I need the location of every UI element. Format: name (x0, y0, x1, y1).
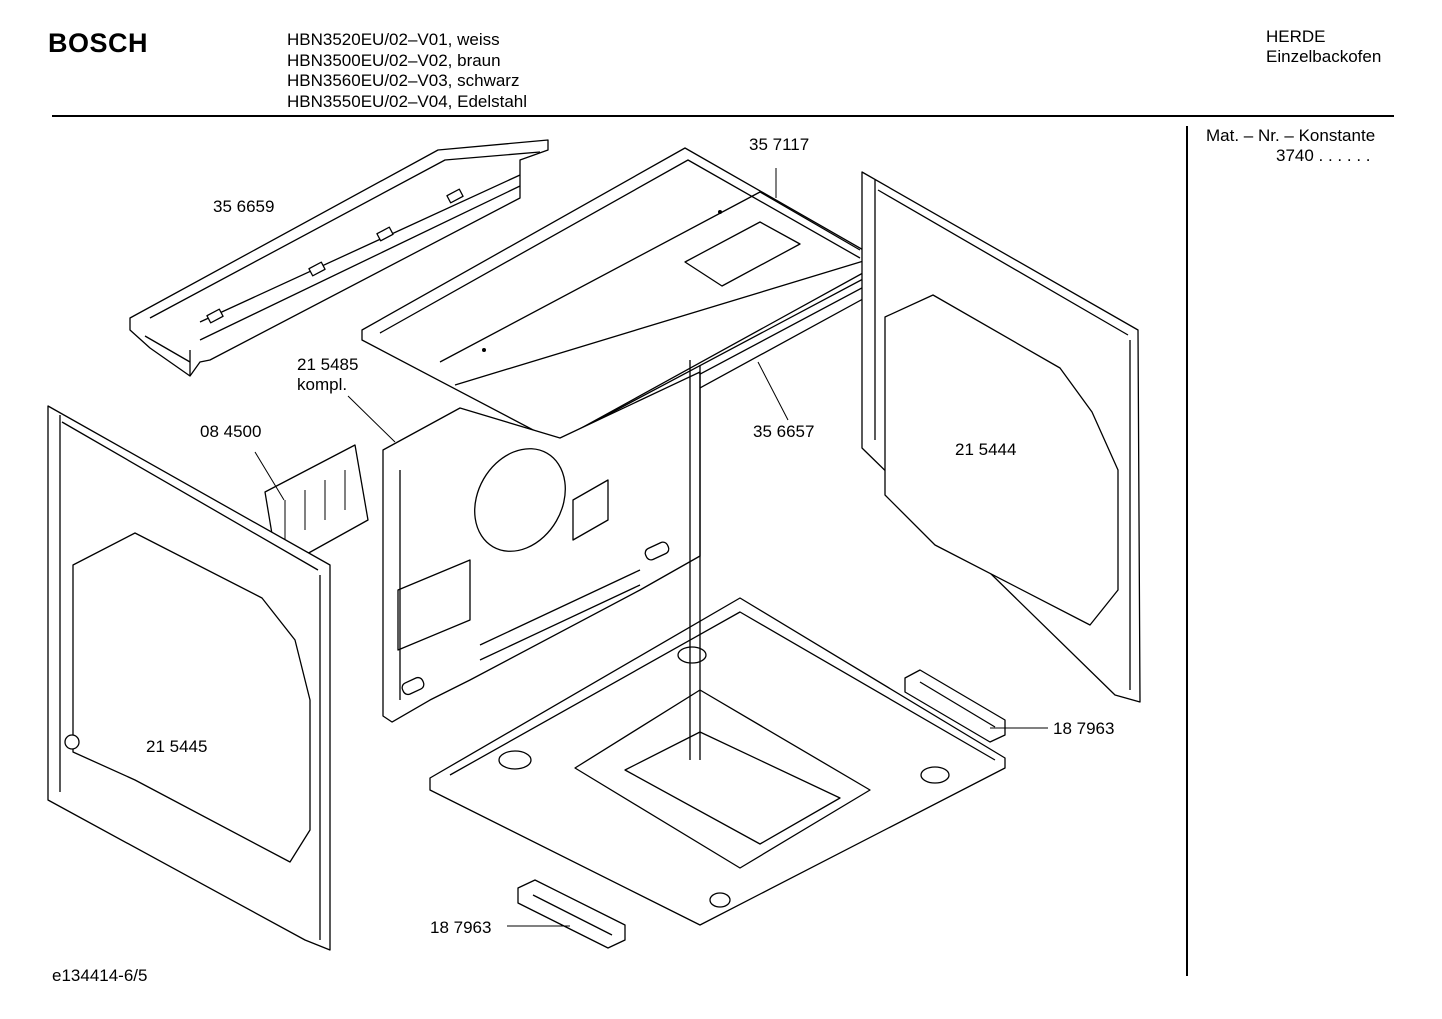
part-label: 35 6657 (753, 422, 815, 441)
model-line: HBN3520EU/02–V01, weiss (287, 30, 500, 49)
part-label: 18 7963 (1053, 719, 1115, 738)
back-wall-part (382, 371, 701, 723)
model-list: HBN3520EU/02–V01, weiss HBN3500EU/02–V02… (287, 30, 527, 112)
part-label: 18 7963 (430, 918, 492, 937)
top-rail-part (129, 139, 549, 377)
part-qualifier: kompl. (297, 375, 348, 394)
material-number-block: Mat. – Nr. – Konstante 3740 . . . . . . (1206, 126, 1375, 166)
part-number: 21 5485 (297, 355, 359, 374)
model-line: HBN3500EU/02–V02, braun (287, 50, 501, 70)
brand-logo: BOSCH (48, 28, 149, 58)
leader-lines (254, 168, 1048, 927)
part-label: 08 4500 (200, 422, 262, 441)
right-side-panel-part (861, 171, 1141, 703)
left-side-panel-part (47, 405, 331, 951)
bottom-tray-part (429, 360, 1006, 926)
part-label: 21 5444 (955, 440, 1017, 459)
part-label: 35 6659 (213, 197, 275, 216)
header-divider (52, 115, 1394, 117)
side-rail-bracket-bottom (517, 879, 626, 949)
drawing-reference: e134414-6/5 (52, 966, 148, 985)
side-rail-bracket-right (904, 669, 1006, 743)
model-line: HBN3560EU/02–V03, schwarz (287, 71, 520, 90)
material-label: Mat. – Nr. – Konstante (1206, 126, 1376, 145)
part-label: 21 5485 kompl. (297, 355, 358, 395)
material-value: 3740 . . . . . . (1276, 146, 1371, 165)
top-cover-part (361, 147, 906, 449)
category-line: HERDE (1266, 27, 1326, 46)
part-label: 35 7117 (749, 135, 810, 154)
subcategory-line: Einzelbackofen (1266, 47, 1382, 66)
part-label: 21 5445 (146, 737, 208, 756)
sidebar-divider (1186, 126, 1188, 976)
exploded-view-drawing (47, 139, 1141, 951)
model-line: HBN3550EU/02–V04, Edelstahl (287, 91, 528, 111)
appliance-category: HERDE Einzelbackofen (1266, 27, 1381, 67)
